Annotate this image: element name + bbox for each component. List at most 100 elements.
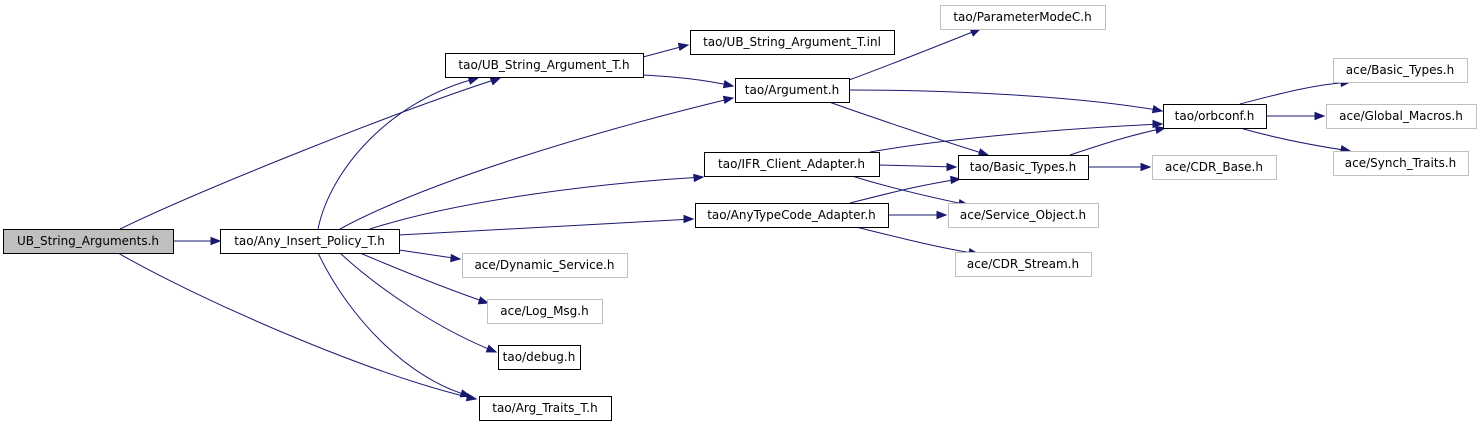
edge-line [869,123,1163,153]
node-box [445,53,644,78]
edge-n0-to-n19 [117,252,478,402]
graph-node[interactable]: ace/Log_Msg.h [487,299,603,324]
edge-line [1239,81,1351,105]
node-box [940,5,1106,30]
edge-line [848,28,981,81]
graph-node[interactable]: tao/AnyTypeCode_Adapter.h [695,203,889,228]
node-box [948,203,1099,228]
node-box [487,299,603,324]
node-label: ace/Basic_Types.h [1346,63,1454,77]
edge-line [119,77,501,230]
graph-node[interactable]: tao/Arg_Traits_T.h [479,396,612,421]
edge-n9-to-n5 [869,119,1164,153]
edge-line [359,252,489,304]
arrowhead [210,236,222,246]
node-box [1163,104,1267,129]
node-label: tao/debug.h [503,350,576,364]
graph-node[interactable]: tao/UB_String_Argument_T.inl [690,30,895,55]
edge-n13-to-n10 [849,175,962,204]
arrowhead [946,162,958,172]
edge-n12-to-n19 [317,252,472,398]
edge-line [317,252,471,397]
edge-n5-to-n7 [1266,111,1326,121]
node-label: tao/UB_String_Argument_T.h [458,58,629,72]
node-label: ace/CDR_Base.h [1165,160,1263,174]
edge-n10-to-n5 [1069,125,1167,156]
node-label: ace/Log_Msg.h [500,304,588,318]
graph-node[interactable]: tao/debug.h [498,345,581,370]
node-label: tao/UB_String_Argument_T.inl [703,35,881,49]
graph-node[interactable]: ace/Basic_Types.h [1333,58,1468,83]
edge-line [851,175,969,206]
edge-line [339,252,497,353]
arrowhead [489,77,502,86]
graph-node[interactable]: ace/Service_Object.h [948,203,1099,228]
edge-n10-to-n11 [1088,162,1152,172]
graph-node[interactable]: ace/CDR_Stream.h [955,252,1092,277]
graph-node[interactable]: tao/UB_String_Argument_T.h [445,53,644,78]
arrowhead [450,253,462,263]
node-box [479,396,612,421]
node-box [1152,155,1277,180]
edge-n12-to-n18 [339,252,498,353]
graph-node[interactable]: tao/orbconf.h [1163,104,1267,129]
edge-n12-to-n9 [369,173,705,230]
graph-node[interactable]: ace/Synch_Traits.h [1333,151,1469,176]
arrowhead [1314,111,1326,121]
graph-node[interactable]: ace/CDR_Base.h [1152,155,1277,180]
graph-node[interactable]: ace/Global_Macros.h [1326,104,1477,129]
graph-edges [117,28,1352,402]
node-label: tao/Arg_Traits_T.h [492,401,597,415]
node-box [955,252,1092,277]
edge-n0-to-n12 [173,236,222,246]
node-box [1326,104,1477,129]
node-label: ace/CDR_Stream.h [967,257,1079,271]
arrowhead [722,95,735,105]
edge-n5-to-n8 [1239,127,1352,154]
node-label: ace/Synch_Traits.h [1345,156,1456,170]
arrowhead [969,28,982,37]
arrowhead [936,210,948,220]
graph-node[interactable]: tao/Argument.h [735,78,850,103]
graph-node[interactable]: tao/ParameterModeC.h [940,5,1106,30]
edge-n12-to-n1 [317,76,480,230]
node-box [498,345,581,370]
graph-node[interactable]: ace/Dynamic_Service.h [462,253,628,278]
edge-line [848,89,1163,112]
node-label: tao/ParameterModeC.h [953,10,1091,24]
graph-node[interactable]: tao/IFR_Client_Adapter.h [704,152,880,177]
node-box [1333,151,1469,176]
edge-n9-to-n10 [878,162,958,172]
node-box [704,152,880,177]
edge-n1-to-n2 [642,42,690,58]
edge-line [1069,127,1166,156]
arrowhead [459,389,472,398]
edge-n12-to-n4 [339,95,735,230]
arrowhead [683,214,695,224]
arrowhead [1154,125,1167,135]
edge-line [398,218,694,236]
node-label: tao/IFR_Client_Adapter.h [718,157,865,171]
node-box [220,229,400,254]
edge-n12-to-n13 [398,214,695,236]
edge-line [849,178,961,204]
node-label: tao/orbconf.h [1175,109,1255,123]
node-box [958,155,1089,180]
node-box [462,253,628,278]
edge-n12-to-n16 [398,249,462,263]
graph-node[interactable]: UB_String_Arguments.h [3,229,174,254]
graph-nodes: UB_String_Arguments.h tao/UB_String_Argum… [3,5,1477,421]
arrowhead [467,76,480,85]
graph-node[interactable]: tao/Any_Insert_Policy_T.h [220,229,400,254]
node-label: ace/Global_Macros.h [1339,109,1463,123]
edge-n0-to-n1 [119,77,502,230]
edge-n1-to-n4 [642,74,735,89]
edge-line [317,77,479,230]
edge-line [1239,127,1351,152]
graph-node[interactable]: tao/Basic_Types.h [958,155,1089,180]
edge-line [398,249,461,260]
node-box [735,78,850,103]
arrowhead [485,344,498,353]
arrowhead [677,42,690,52]
